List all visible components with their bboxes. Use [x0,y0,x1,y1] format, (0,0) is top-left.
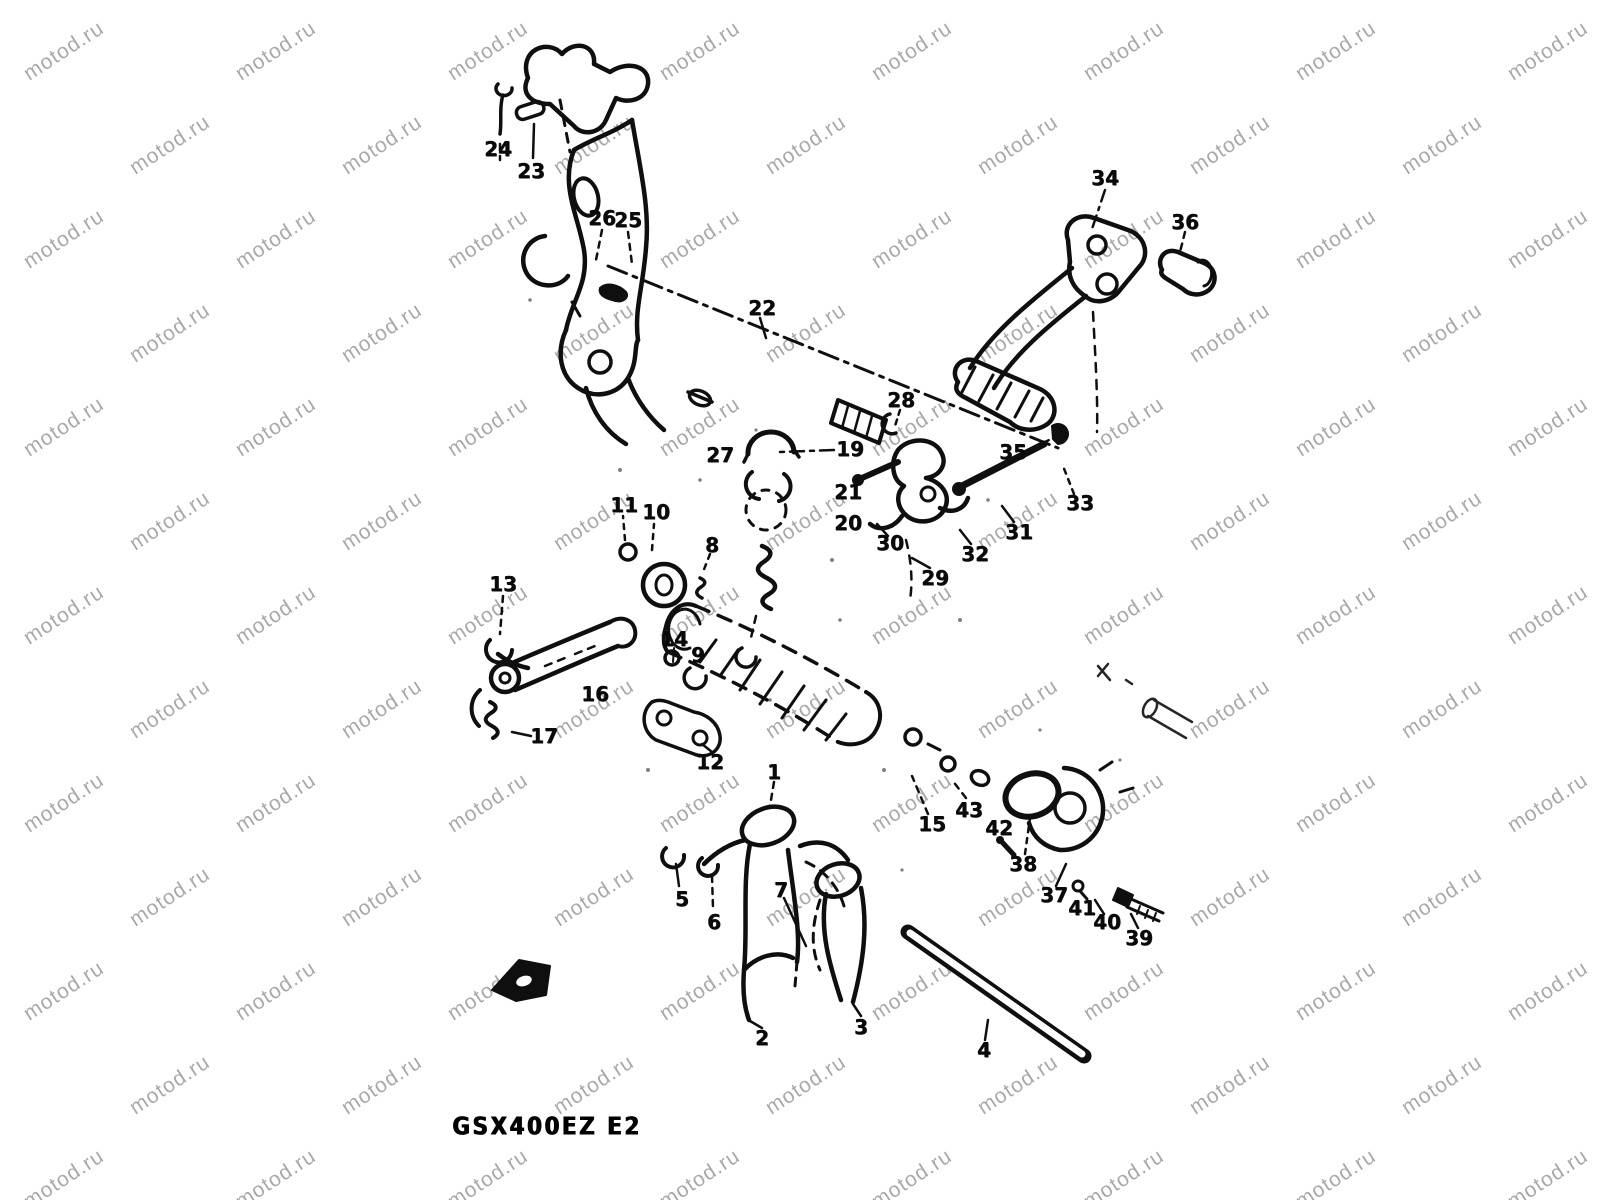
part-number-label: 13 [489,572,517,596]
part-number-label: 38 [1009,852,1037,876]
part-number-label: 17 [530,724,558,748]
pawl-assembly [852,438,1016,602]
part-number-label: 36 [1171,210,1199,234]
part-number-label: 42 [985,816,1013,840]
part-number-label: 9 [691,643,705,667]
part-number-label: 20 [834,511,862,535]
part-number-label: 6 [707,910,721,934]
part-number-label: 35 [999,440,1027,464]
stopper-arm-assembly [469,514,722,758]
part-number-label: 16 [581,682,609,706]
part-number-label: 34 [1091,166,1119,190]
part-number-label: 27 [706,443,734,467]
shift-pedal-assembly [952,188,1217,496]
part-number-label: 1 [767,760,781,784]
part-number-label: 39 [1125,926,1153,950]
part-number-label: 23 [517,159,545,183]
part-number-label: 7 [774,878,788,902]
part-number-label: 21 [834,480,862,504]
part-number-label: 10 [642,500,670,524]
part-number-label: 3 [854,1015,868,1039]
part-number-label: 28 [887,388,915,412]
part-number-label: 2 [755,1026,769,1050]
part-number-label: 37 [1040,883,1068,907]
part-number-label: 41 [1068,896,1096,920]
part-number-label: 31 [1005,520,1033,544]
view-direction-arrow-icon [491,959,551,1002]
scan-noise [528,298,1122,872]
part-number-label: 30 [876,531,904,555]
shift-cam-drum [661,556,991,816]
part-number-label: 32 [961,542,989,566]
shift-shaft [570,264,1060,450]
part-number-label: 8 [705,533,719,557]
part-number-label: 11 [610,493,638,517]
part-number-label: 15 [918,812,946,836]
shift-arm-assembly [494,43,667,447]
part-number-label: 5 [675,887,689,911]
part-number-label: 12 [696,750,724,774]
part-number-label: 40 [1093,910,1121,934]
cover-retainer-assembly [996,662,1194,930]
part-number-label: 22 [748,296,776,320]
part-number-label: 43 [955,798,983,822]
part-number-label: 14 [660,627,688,651]
model-code: GSX400EZ E2 [452,1112,642,1141]
part-number-label: 25 [614,208,642,232]
part-number-label: 4 [977,1038,991,1062]
part-number-label: 29 [921,566,949,590]
part-number-label: 26 [588,206,616,230]
shift-fork-assembly [660,780,1092,1064]
part-number-label: 19 [836,437,864,461]
part-number-label: 24 [484,137,512,161]
part-number-label: 33 [1066,491,1094,515]
